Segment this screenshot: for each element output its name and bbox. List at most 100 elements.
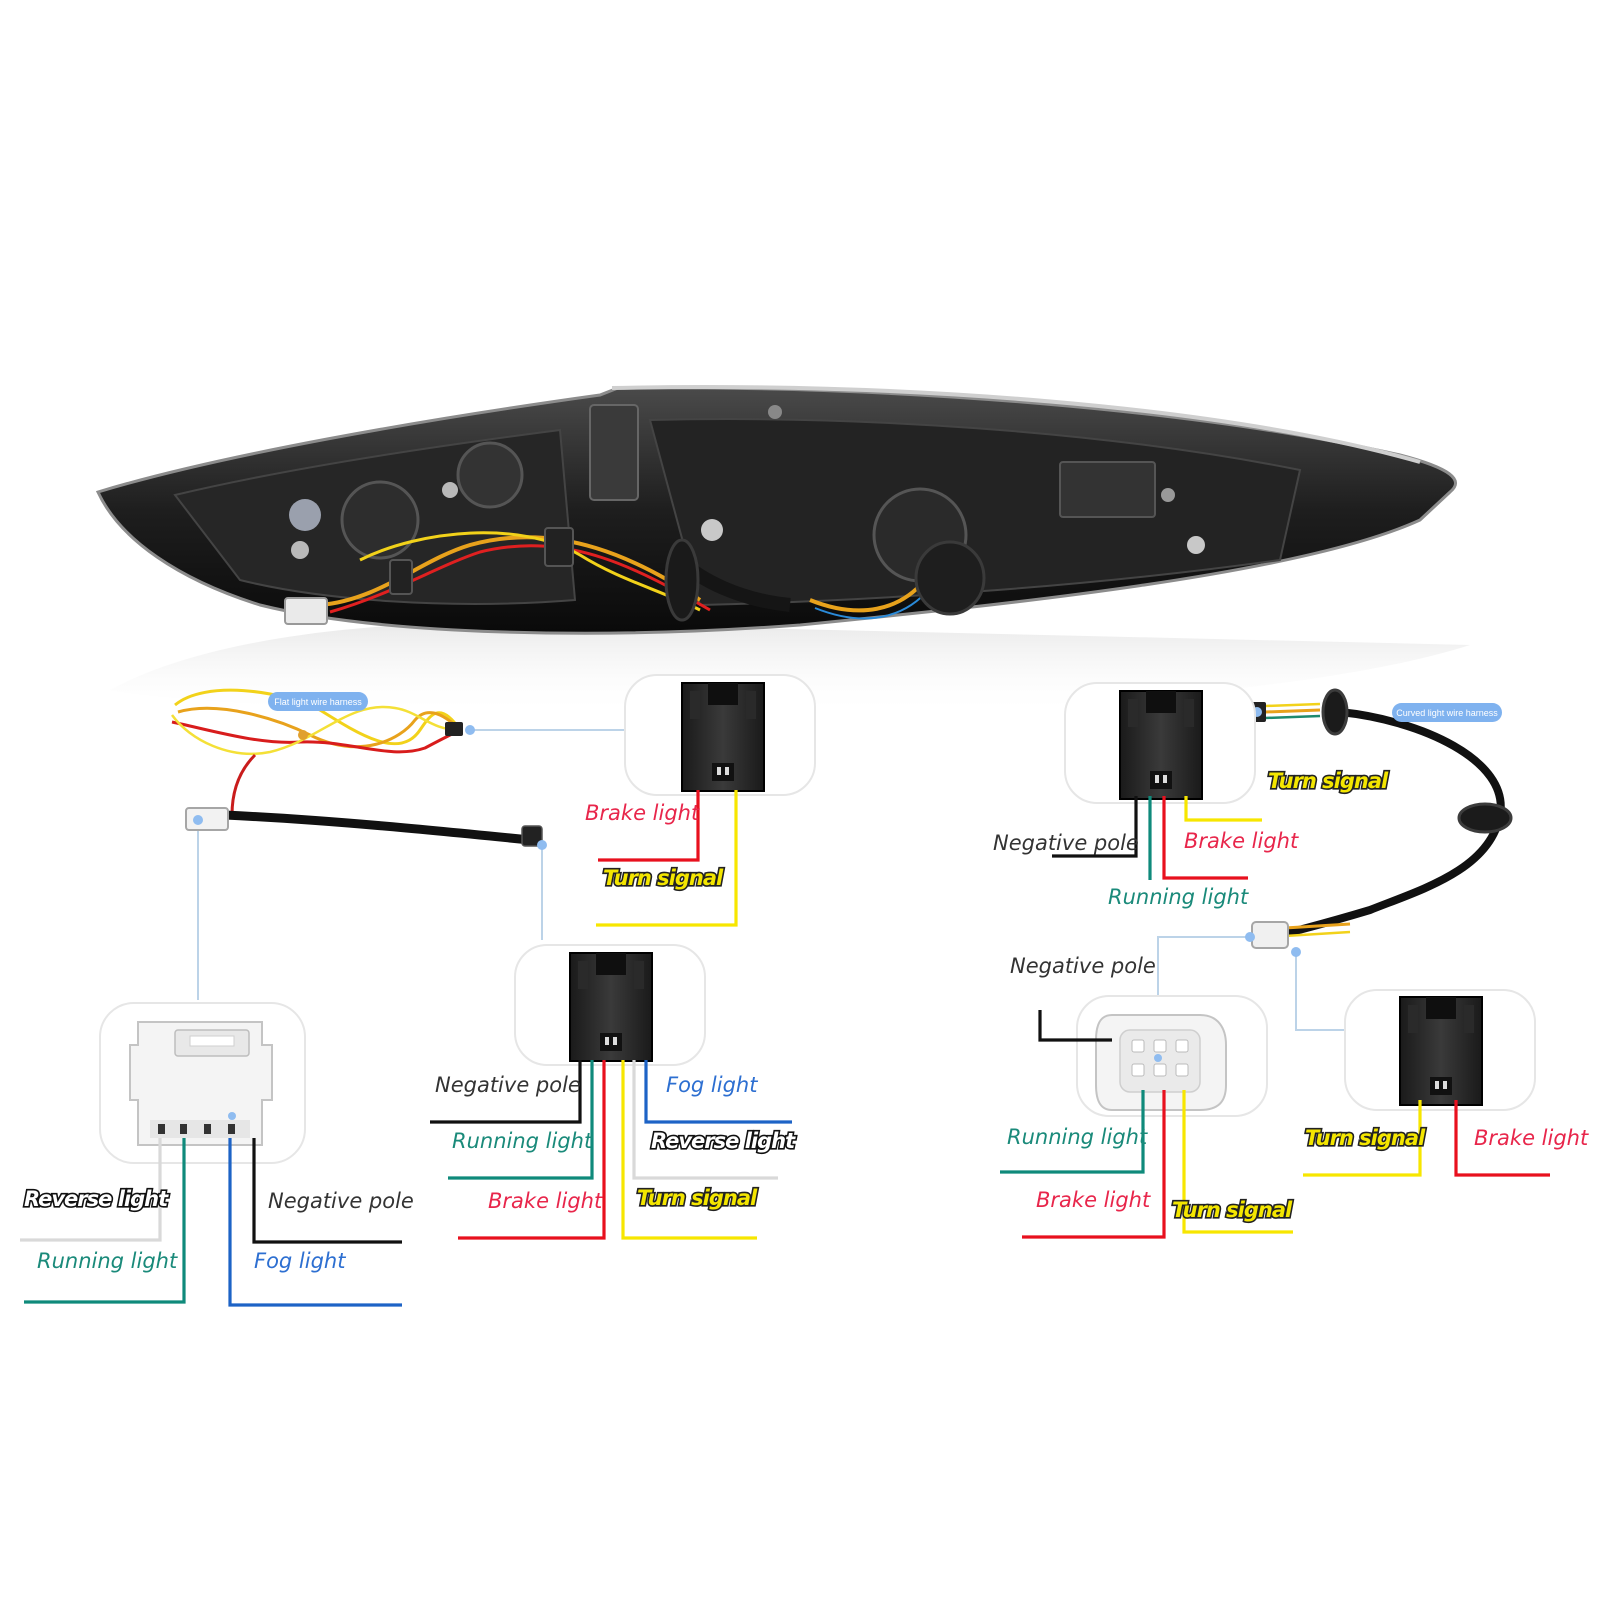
label-fog-light: Fog light — [666, 1073, 758, 1097]
right-harness-graphic: Curved light wire harness Turn signal — [1245, 688, 1513, 957]
harness-wire-short — [1284, 930, 1351, 938]
label-running-light: Running light — [452, 1129, 593, 1153]
label-reverse-light: Reverse light — [24, 1187, 169, 1211]
harness-white-plug — [185, 807, 229, 831]
lamp-wire-bundle — [319, 535, 702, 607]
wire-fog — [644, 1060, 792, 1124]
label-brake-light: Brake light — [1184, 829, 1299, 853]
wire-brake — [458, 1060, 606, 1240]
label-negative-pole: Negative pole — [435, 1073, 581, 1097]
harness-wire-short — [1264, 702, 1321, 708]
wire-running — [448, 1060, 594, 1180]
mounting-bolt — [442, 482, 458, 498]
connector-cards — [99, 674, 1536, 1164]
wire-turn — [1303, 1100, 1422, 1177]
wire-turn — [1182, 1090, 1293, 1234]
wire-brake — [598, 790, 700, 862]
guide-line-right-black — [1295, 955, 1345, 1031]
label-negative-pole: Negative pole — [268, 1189, 414, 1213]
white-connector-left — [129, 1021, 273, 1146]
wire-brake — [1022, 1090, 1166, 1239]
white-connector-right — [1095, 1014, 1227, 1111]
label-turn-signal: Turn signal — [1305, 1126, 1426, 1150]
harness-grommet — [1457, 802, 1513, 834]
lamp-grommet — [664, 538, 700, 622]
lamp-connector — [389, 559, 413, 595]
wire-negative — [1052, 796, 1138, 858]
harness-name-pill — [1392, 703, 1502, 722]
harness-name-pill — [268, 692, 368, 711]
junction-dot — [193, 815, 203, 825]
wire-turn — [1184, 796, 1262, 822]
mounting-bolt — [291, 541, 309, 559]
harness-black-cable — [224, 810, 531, 845]
harness-wire-short — [1284, 922, 1351, 930]
bulb-socket — [340, 480, 420, 560]
lamp-connector — [284, 597, 328, 625]
bulb-socket — [456, 441, 524, 509]
lamp-connector — [544, 527, 574, 567]
label-turn-signal: Turn signal — [1268, 769, 1389, 793]
harness-zip-tie — [298, 730, 308, 740]
mounting-bracket — [589, 404, 639, 501]
leader-wires — [20, 790, 1550, 1307]
harness-wire-short — [1264, 714, 1321, 720]
wire-reverse — [20, 1138, 162, 1242]
label-brake-light: Brake light — [488, 1189, 603, 1213]
tail-lamp-photo — [95, 385, 1470, 716]
label-fog-light: Fog light — [254, 1249, 346, 1273]
bulb-socket — [289, 499, 321, 531]
junction-dot — [1245, 932, 1255, 942]
tail-lamp-rim — [611, 385, 1421, 464]
label-brake-light: Brake light — [585, 801, 700, 825]
label-negative-pole: Negative pole — [1010, 954, 1156, 978]
harness-end-plug — [445, 722, 463, 736]
wire-fog — [228, 1138, 402, 1307]
label-running-light: Running light — [37, 1249, 178, 1273]
wire-running — [24, 1138, 186, 1304]
wire-negative — [252, 1138, 402, 1244]
harness-wire-yellow — [170, 705, 461, 755]
harness-white-plug — [1251, 921, 1289, 949]
harness-name-label: Curved light wire harness — [1396, 708, 1498, 718]
label-brake-light: Brake light — [1036, 1188, 1151, 1212]
harness-wire-yellow — [174, 688, 462, 746]
black-connector-right-black — [1399, 996, 1483, 1106]
junction-dot — [465, 725, 475, 735]
lamp-wire-bundle — [329, 544, 711, 614]
lamp-grommet — [914, 540, 986, 616]
wire-turn — [596, 790, 738, 927]
wire-brake — [1454, 1100, 1550, 1177]
label-turn-signal: Turn signal — [603, 866, 724, 890]
mounting-bolt — [1161, 488, 1175, 502]
reflector-block — [1059, 461, 1156, 518]
harness-name-label: Flat light wire harness — [274, 697, 362, 707]
harness-black-plug — [521, 825, 543, 847]
black-connector-left-mid — [569, 952, 653, 1062]
mounting-bolt — [1187, 536, 1205, 554]
junction-dot — [537, 840, 547, 850]
label-turn-signal: Turn signal — [637, 1186, 758, 1210]
harness-wire-red-drop — [230, 753, 257, 816]
wire-negative — [1038, 1010, 1112, 1042]
wire-running — [1000, 1090, 1145, 1174]
wire-labels: Brake light Turn signal Reverse light Ru… — [22, 801, 1589, 1273]
left-harness-graphic: Flat light wire harness — [170, 688, 547, 850]
label-reverse-light: Reverse light — [651, 1129, 796, 1153]
black-connector-right-top — [1119, 690, 1203, 800]
mounting-bolt — [768, 405, 782, 419]
label-running-light: Running light — [1108, 885, 1249, 909]
label-brake-light: Brake light — [1474, 1126, 1589, 1150]
harness-wire-red — [171, 720, 461, 754]
label-running-light: Running light — [1007, 1125, 1148, 1149]
label-turn-signal: Turn signal — [1172, 1198, 1293, 1222]
mounting-bolt — [701, 519, 723, 541]
wire-reverse — [632, 1060, 778, 1180]
black-connector-left-top — [681, 682, 765, 792]
label-negative-pole: Negative pole — [993, 831, 1139, 855]
wire-turn — [621, 1060, 757, 1240]
harness-grommet — [1321, 688, 1349, 736]
guide-line-right-white — [1157, 936, 1250, 995]
harness-wire-short — [1264, 708, 1321, 714]
